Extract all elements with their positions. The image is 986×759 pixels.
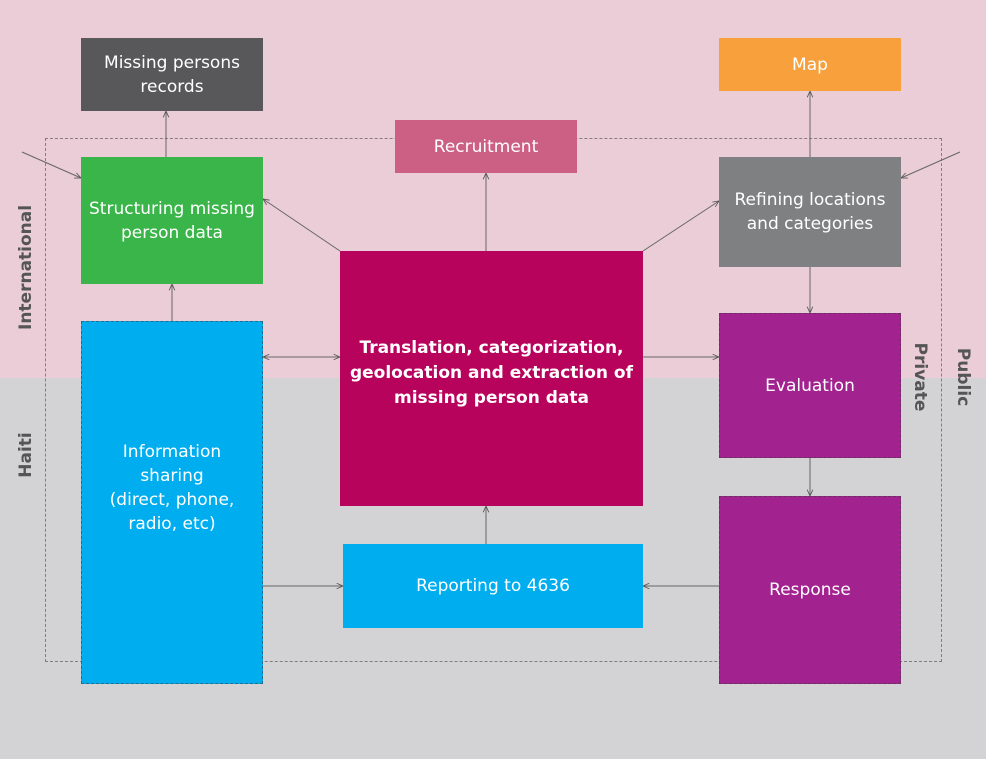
node-recruitment-label: Recruitment [433,136,539,157]
node-evaluation: Evaluation [719,313,901,458]
node-refining-label: Refining locations and categories [734,190,886,234]
node-map: Map [719,38,901,91]
node-structuring-label: Structuring missing person data [89,198,255,243]
node-reporting-label: Reporting to 4636 [416,576,570,596]
node-missing-persons-records: Missing persons records [81,38,263,111]
region-label-international: International [16,204,36,330]
arrow-translation-to-structuring [263,199,341,252]
region-label-public: Public [953,347,973,407]
arrow-external-to-refining [901,151,961,179]
node-translation-label: Translation, categorization, geolocation… [349,338,634,408]
node-recruitment: Recruitment [395,120,577,173]
node-missing-persons-records-label: Missing persons records [104,52,240,97]
node-reporting: Reporting to 4636 [343,544,643,628]
arrow-external-to-structuring [21,151,81,179]
region-label-private: Private [910,342,930,412]
node-response-label: Response [769,580,851,600]
arrow-translation-to-refining [642,201,719,252]
node-structuring: Structuring missing person data [81,157,263,284]
node-information-sharing-label: Information sharing (direct, phone, radi… [109,442,235,534]
node-response: Response [719,496,901,684]
node-translation: Translation, categorization, geolocation… [340,251,643,506]
node-map-label: Map [792,54,828,75]
node-information-sharing: Information sharing (direct, phone, radi… [81,321,263,684]
region-label-haiti: Haiti [16,432,36,478]
node-evaluation-label: Evaluation [765,375,855,396]
node-refining: Refining locations and categories [719,157,901,267]
